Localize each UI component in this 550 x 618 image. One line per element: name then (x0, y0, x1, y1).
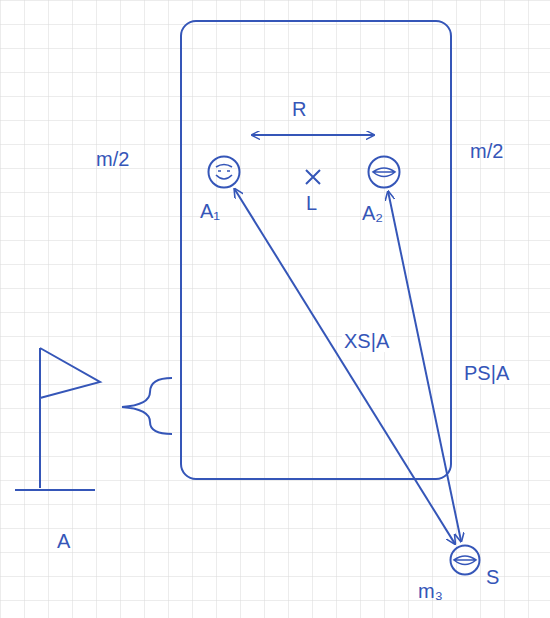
node-label: A (57, 530, 70, 552)
distance-label: R (292, 98, 306, 120)
centre-mark (306, 170, 320, 184)
atom-outline (207, 155, 241, 189)
centre-label: L (306, 192, 317, 214)
atom-circle: A₁ (207, 155, 241, 189)
molecule-symbol (15, 348, 100, 490)
node-label: A₁ (200, 200, 220, 222)
face-detail (216, 165, 232, 180)
molecule-box: A₁A₂A (180, 20, 452, 480)
vector-label: XS|A (342, 330, 391, 352)
vector-label: PS|A (462, 362, 511, 384)
mass-label: m₃ (418, 580, 443, 602)
lips-detail (454, 556, 476, 565)
distance-arrow (252, 134, 374, 136)
node-label: S (486, 566, 499, 588)
mass-label: m/2 (96, 148, 129, 170)
atom-outline (449, 544, 481, 576)
mass-label: m/2 (470, 140, 503, 162)
atom-circle: A₂ (367, 155, 401, 189)
atom-circle: Sm₃ (449, 544, 481, 576)
atom-circle-outline (451, 546, 480, 575)
atom-outline (367, 155, 401, 189)
lips-detail (373, 168, 395, 177)
atom-circle-outline (209, 157, 240, 188)
vector-arrow (235, 189, 455, 544)
atom-circle-outline (369, 157, 400, 188)
node-label: A₂ (362, 202, 383, 224)
brace (122, 378, 172, 434)
